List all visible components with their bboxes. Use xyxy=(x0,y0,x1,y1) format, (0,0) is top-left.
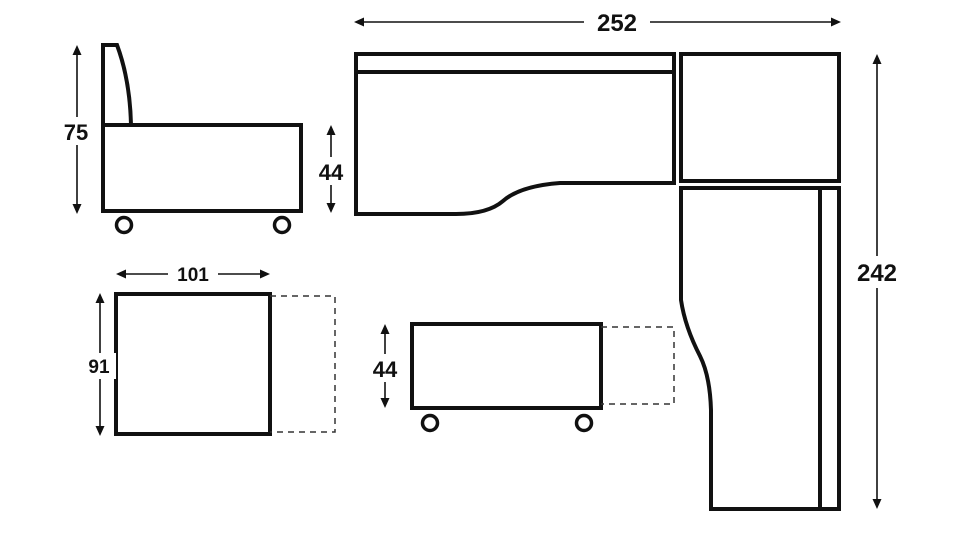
armchair-pullout-outline xyxy=(270,295,336,433)
dimension-armchair-depth: 91 xyxy=(84,293,116,436)
dimension-armchair-seat-height: 44 xyxy=(313,125,351,213)
armchair-backrest xyxy=(101,43,133,126)
dimension-label-91: 91 xyxy=(88,357,110,378)
ottoman-side-view xyxy=(410,322,675,433)
ottoman-pullout-outline xyxy=(601,326,675,405)
dimension-sofa-length: 252 xyxy=(354,6,841,38)
armchair-side-view xyxy=(101,43,303,235)
ottoman-wheel-left xyxy=(420,413,440,433)
dimension-label-252: 252 xyxy=(597,10,637,37)
dimension-armchair-width: 101 xyxy=(116,262,270,286)
dimension-label-75: 75 xyxy=(64,120,88,145)
armchair-wheel-right xyxy=(272,215,292,235)
armchair-wheel-left xyxy=(114,215,134,235)
dimension-sofa-depth: 242 xyxy=(848,54,906,509)
sofa-long-section xyxy=(354,52,676,216)
armchair-body xyxy=(101,123,303,213)
dimension-label-44-ottoman: 44 xyxy=(373,357,398,382)
dimension-ottoman-height: 44 xyxy=(367,324,405,408)
sofa-short-section xyxy=(679,186,841,511)
dimension-label-44-seat: 44 xyxy=(319,160,344,185)
armchair-top-seat xyxy=(114,292,272,436)
armchair-top-view xyxy=(114,292,336,436)
ottoman-wheel-right xyxy=(574,413,594,433)
sofa-corner-section xyxy=(679,52,841,183)
sofa-top-view xyxy=(354,52,841,511)
dimension-label-242: 242 xyxy=(857,260,897,287)
dimension-armchair-height: 75 xyxy=(58,45,96,214)
dimension-label-101: 101 xyxy=(177,265,209,286)
ottoman-body xyxy=(410,322,603,410)
